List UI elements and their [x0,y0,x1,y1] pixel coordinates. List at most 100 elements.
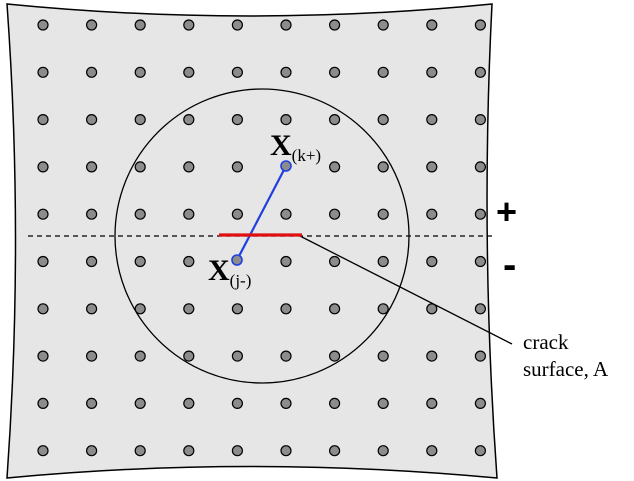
material-body-panel [6,3,498,479]
lattice-node [183,19,195,31]
lattice-node [85,66,98,78]
lattice-node-grid [37,19,486,457]
lattice-node [134,161,146,173]
lattice-node [280,350,292,362]
lattice-node [329,397,341,409]
lattice-node [426,397,438,409]
lattice-node [474,350,486,362]
lattice-node [280,255,292,268]
lattice-node [134,113,146,126]
lattice-node [85,208,98,220]
lattice-node [37,255,49,268]
lattice-node [231,19,243,31]
node-k-label: X(k+) [270,129,321,165]
lattice-node [426,161,438,173]
lattice-node [474,19,486,31]
lattice-node [474,303,486,315]
lattice-node [134,19,146,31]
lattice-node [183,397,195,409]
lattice-node [85,255,98,268]
lattice-node [329,255,341,268]
lattice-node [183,445,195,457]
lattice-node [426,255,438,268]
lattice-node [377,208,389,220]
lattice-node [37,445,49,457]
lattice-node [85,445,98,457]
lattice-node [329,19,341,31]
lattice-node [329,350,341,362]
node-k-plus [280,160,292,172]
lattice-node [134,255,146,268]
lattice-node [280,113,292,126]
lattice-node [134,303,146,315]
lattice-node [280,445,292,457]
lattice-node [329,66,341,78]
lattice-node [85,19,98,31]
lattice-node [37,303,49,315]
node-j-label: X(j-) [208,254,251,290]
lattice-node [37,208,49,220]
lattice-node [426,19,438,31]
minus-side-marker: - [503,243,516,287]
lattice-node [134,445,146,457]
lattice-node [134,66,146,78]
lattice-node [183,161,195,173]
crack-surface-leader-line [299,235,513,345]
lattice-node [134,208,146,220]
lattice-node [85,113,98,126]
lattice-node [134,350,146,362]
lattice-node [377,113,389,126]
lattice-node [474,397,486,409]
lattice-node [426,445,438,457]
lattice-node [37,397,49,409]
node-j-minus [231,254,243,266]
lattice-node [37,350,49,362]
lattice-node [426,66,438,78]
lattice-node [474,445,486,457]
crack-label-line2: surface, A [523,357,609,381]
lattice-node [426,113,438,126]
lattice-node [231,161,243,173]
lattice-node [231,303,243,315]
lattice-node [231,208,243,220]
lattice-node [183,113,195,126]
plus-side-marker: + [496,191,517,232]
lattice-node [280,397,292,409]
lattice-node [85,303,98,315]
lattice-node [183,350,195,362]
lattice-node [280,19,292,31]
lattice-node [37,66,49,78]
lattice-node [377,66,389,78]
lattice-node [377,350,389,362]
lattice-node [231,66,243,78]
lattice-node [280,208,292,220]
bond-line [236,165,287,261]
lattice-node [183,66,195,78]
lattice-node [231,113,243,126]
lattice-node [329,113,341,126]
lattice-node [377,161,389,173]
lattice-node [134,397,146,409]
lattice-node [231,445,243,457]
lattice-node [474,161,486,173]
lattice-node [426,208,438,220]
lattice-node [37,161,49,173]
lattice-node [280,303,292,315]
lattice-node [329,303,341,315]
lattice-node [183,208,195,220]
lattice-node [377,303,389,315]
lattice-node [377,19,389,31]
lattice-node [231,350,243,362]
lattice-node [37,113,49,126]
lattice-node [37,19,49,31]
lattice-node [85,397,98,409]
lattice-node [377,397,389,409]
lattice-node [474,208,486,220]
lattice-node [474,66,486,78]
lattice-node [377,255,389,268]
lattice-node [329,161,341,173]
lattice-node [329,445,341,457]
lattice-node [183,255,195,268]
lattice-node [85,161,98,173]
